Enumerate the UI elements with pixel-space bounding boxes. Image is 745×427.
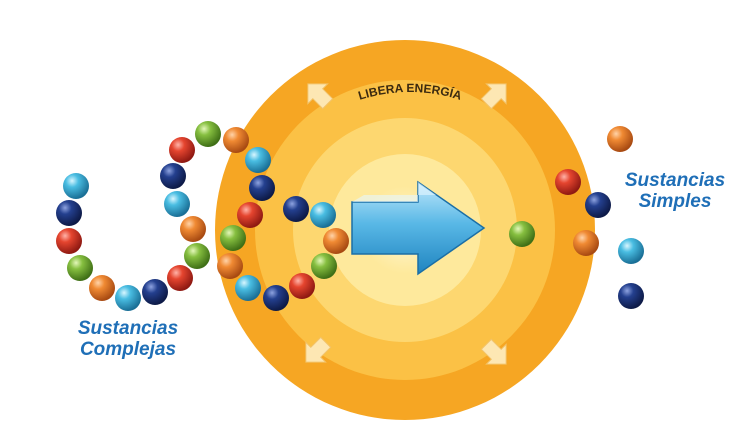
simple-substances-label: Sustancias Simples — [610, 170, 740, 212]
molecule-red — [56, 228, 82, 254]
arrow-up-left-icon — [307, 83, 334, 110]
molecule-cyan — [115, 285, 141, 311]
molecule-red — [167, 265, 193, 291]
molecule-green — [509, 221, 535, 247]
arrow-down-left-icon — [305, 336, 332, 363]
complex-substances-label: Sustancias Complejas — [58, 318, 198, 360]
molecule-navy — [160, 163, 186, 189]
molecule-cyan — [618, 238, 644, 264]
molecule-green — [67, 255, 93, 281]
molecule-orange — [217, 253, 243, 279]
complex-label-line2: Complejas — [79, 339, 177, 360]
molecule-navy — [56, 200, 82, 226]
transformation-arrow-icon — [351, 180, 486, 276]
molecule-orange — [89, 275, 115, 301]
molecule-navy — [263, 285, 289, 311]
molecule-red — [169, 137, 195, 163]
simple-label-line2: Simples — [638, 191, 712, 212]
molecule-orange — [223, 127, 249, 153]
complex-substance-molecules — [56, 121, 349, 311]
molecule-navy — [585, 192, 611, 218]
molecule-green — [220, 225, 246, 251]
molecule-cyan — [164, 191, 190, 217]
molecule-cyan — [63, 173, 89, 199]
molecule-red — [555, 169, 581, 195]
complex-label-line1: Sustancias — [77, 318, 179, 339]
molecule-green — [195, 121, 221, 147]
molecule-orange — [607, 126, 633, 152]
molecule-cyan — [245, 147, 271, 173]
arrow-up-right-icon — [480, 83, 507, 110]
molecule-green — [311, 253, 337, 279]
molecule-cyan — [235, 275, 261, 301]
molecule-orange — [180, 216, 206, 242]
molecule-navy — [249, 175, 275, 201]
molecule-cyan — [310, 202, 336, 228]
energy-release-arrows — [305, 83, 507, 365]
molecule-red — [237, 202, 263, 228]
molecule-navy — [618, 283, 644, 309]
molecule-green — [184, 243, 210, 269]
molecule-red — [289, 273, 315, 299]
molecule-orange — [573, 230, 599, 256]
simple-substance-molecules — [509, 126, 644, 309]
arrow-down-right-icon — [480, 338, 507, 365]
molecule-navy — [142, 279, 168, 305]
molecule-navy — [283, 196, 309, 222]
simple-label-line1: Sustancias — [624, 170, 726, 191]
molecule-orange — [323, 228, 349, 254]
